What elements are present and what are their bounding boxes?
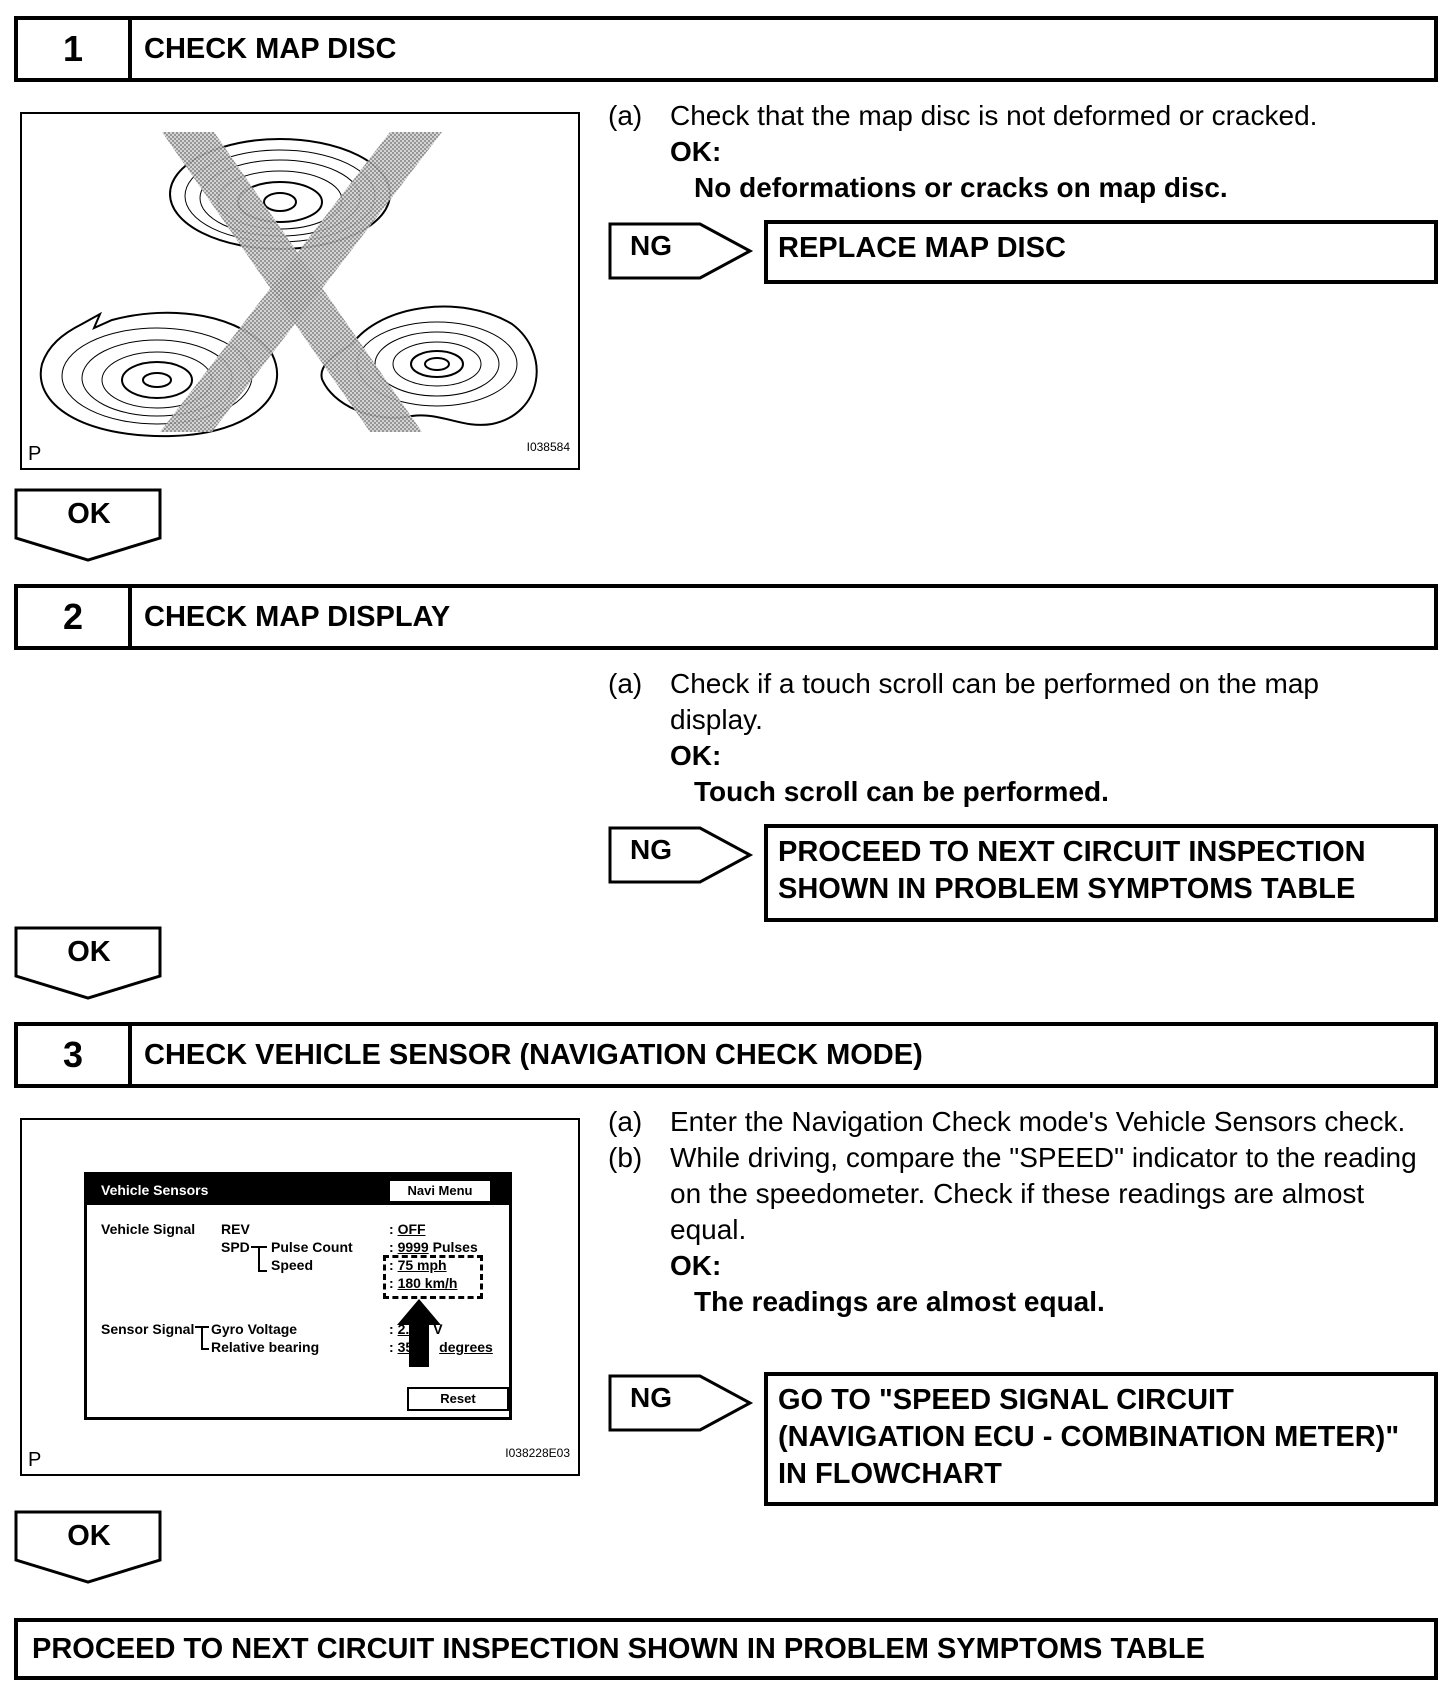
instruction-text: While driving, compare the "SPEED" indic… <box>670 1142 1417 1245</box>
ng-result-box: REPLACE MAP DISC <box>764 220 1438 284</box>
step-1-instructions: (a) Check that the map disc is not defor… <box>608 98 1438 206</box>
instruction-text: Enter the Navigation Check mode's Vehicl… <box>670 1106 1406 1137</box>
step-2-ok-flag: OK <box>14 926 164 1007</box>
ok-flag-label: OK <box>67 1520 111 1552</box>
step-2-instructions: (a) Check if a touch scroll can be perfo… <box>608 666 1438 810</box>
speed-kmh-value: : 180 km/h <box>389 1275 458 1291</box>
instruction-text: Check that the map disc is not deformed … <box>670 100 1318 131</box>
step-number: 2 <box>18 588 132 646</box>
screen-title: Vehicle Sensors <box>101 1182 209 1198</box>
rev-label: REV <box>221 1221 250 1237</box>
speed-kmh-text: 180 km/h <box>397 1275 458 1291</box>
ok-criteria-label: OK: <box>670 136 722 167</box>
figure-code: I038228E03 <box>505 1446 570 1460</box>
ng-label: NG <box>630 834 672 865</box>
step-2-header: 2 CHECK MAP DISPLAY <box>14 584 1438 650</box>
ng-arrow-icon <box>608 1374 754 1432</box>
step-title: CHECK MAP DISPLAY <box>144 600 451 633</box>
navi-menu-button: Navi Menu <box>389 1180 491 1202</box>
instruction-item: (a) Check that the map disc is not defor… <box>608 98 1438 134</box>
screen-title-bar: Vehicle Sensors Navi Menu <box>87 1175 509 1205</box>
ok-flag-icon <box>14 488 162 562</box>
figure-letter: P <box>28 443 42 465</box>
instruction-label: (a) <box>608 1106 643 1137</box>
ok-flag-icon <box>14 926 162 1000</box>
instruction-label: (b) <box>608 1142 643 1173</box>
ok-criteria-text: The readings are almost equal. <box>694 1286 1105 1317</box>
bracket-icon <box>195 1326 209 1350</box>
ng-arrow-icon <box>608 826 754 884</box>
instruction-item: (a) Check if a touch scroll can be perfo… <box>608 666 1438 738</box>
pulse-value-text: 9999 <box>397 1239 429 1255</box>
damaged-disc-illustration <box>39 132 538 438</box>
step-1-ok-flag: OK <box>14 488 164 569</box>
step-3-header: 3 CHECK VEHICLE SENSOR (NAVIGATION CHECK… <box>14 1022 1438 1088</box>
pulse-value: : 9999 Pulses <box>389 1239 478 1255</box>
figure-code: I038584 <box>526 440 570 454</box>
ng-label: NG <box>630 230 672 261</box>
instruction-item: (b) While driving, compare the "SPEED" i… <box>608 1140 1438 1248</box>
ok-flag-icon <box>14 1510 162 1584</box>
pulse-unit: Pulses <box>432 1239 478 1255</box>
bearing-unit: degrees <box>439 1339 493 1355</box>
ok-criteria-label: OK: <box>670 740 722 771</box>
instruction-text: Check if a touch scroll can be performed… <box>670 668 1320 735</box>
step-3-ok-flag: OK <box>14 1510 164 1591</box>
rev-value-text: OFF <box>397 1221 426 1237</box>
speed-mph-text: 75 mph <box>397 1257 447 1273</box>
pulse-count-label: Pulse Count <box>271 1239 353 1255</box>
final-result-box: PROCEED TO NEXT CIRCUIT INSPECTION SHOWN… <box>14 1618 1438 1680</box>
bearing-value-text: 35 <box>397 1339 414 1355</box>
gyro-voltage-label: Gyro Voltage <box>211 1321 298 1337</box>
ok-criteria-text: Touch scroll can be performed. <box>694 776 1109 807</box>
step-title: CHECK VEHICLE SENSOR (NAVIGATION CHECK M… <box>144 1038 923 1071</box>
ng-result-box: GO TO "SPEED SIGNAL CIRCUIT (NAVIGATION … <box>764 1372 1438 1506</box>
ok-criteria-text: No deformations or cracks on map disc. <box>694 172 1228 203</box>
step-1-header: 1 CHECK MAP DISC <box>14 16 1438 82</box>
vehicle-sensor-figure: Vehicle Sensors Navi Menu Vehicle Signal… <box>20 1118 580 1476</box>
ng-arrow-icon <box>608 222 754 280</box>
ok-flag-label: OK <box>67 936 111 968</box>
rev-value: : OFF <box>389 1221 426 1237</box>
instruction-label: (a) <box>608 100 643 131</box>
reset-button: Reset <box>407 1387 509 1411</box>
relative-bearing-label: Relative bearing <box>211 1339 320 1355</box>
step-title: CHECK MAP DISC <box>144 32 397 65</box>
speed-highlight-box <box>383 1255 483 1299</box>
instruction-item: (a) Enter the Navigation Check mode's Ve… <box>608 1104 1438 1140</box>
ng-result-box: PROCEED TO NEXT CIRCUIT INSPECTION SHOWN… <box>764 824 1438 922</box>
vehicle-sensors-screen: Vehicle Sensors Navi Menu Vehicle Signal… <box>84 1172 512 1420</box>
speed-label: Speed <box>271 1257 314 1273</box>
speed-mph-value: : 75 mph <box>389 1257 447 1273</box>
ok-flag-label: OK <box>67 498 111 530</box>
map-disc-figure: P I038584 <box>20 112 580 470</box>
step-number: 3 <box>18 1026 132 1084</box>
instruction-label: (a) <box>608 668 643 699</box>
gyro-unit: V <box>433 1321 443 1337</box>
step-number: 1 <box>18 20 132 78</box>
figure-letter: P <box>28 1449 42 1471</box>
gyro-value-text: 2. <box>397 1321 410 1337</box>
ng-label: NG <box>630 1382 672 1413</box>
bracket-icon <box>251 1246 267 1272</box>
gyro-value: : 2.V <box>389 1321 443 1337</box>
sensor-signal-label: Sensor Signal <box>101 1321 195 1337</box>
ok-criteria-label: OK: <box>670 1250 722 1281</box>
arrow-up-icon <box>397 1299 441 1367</box>
vehicle-signal-label: Vehicle Signal <box>101 1221 196 1237</box>
spd-label: SPD <box>221 1239 250 1255</box>
step-3-instructions: (a) Enter the Navigation Check mode's Ve… <box>608 1104 1438 1320</box>
